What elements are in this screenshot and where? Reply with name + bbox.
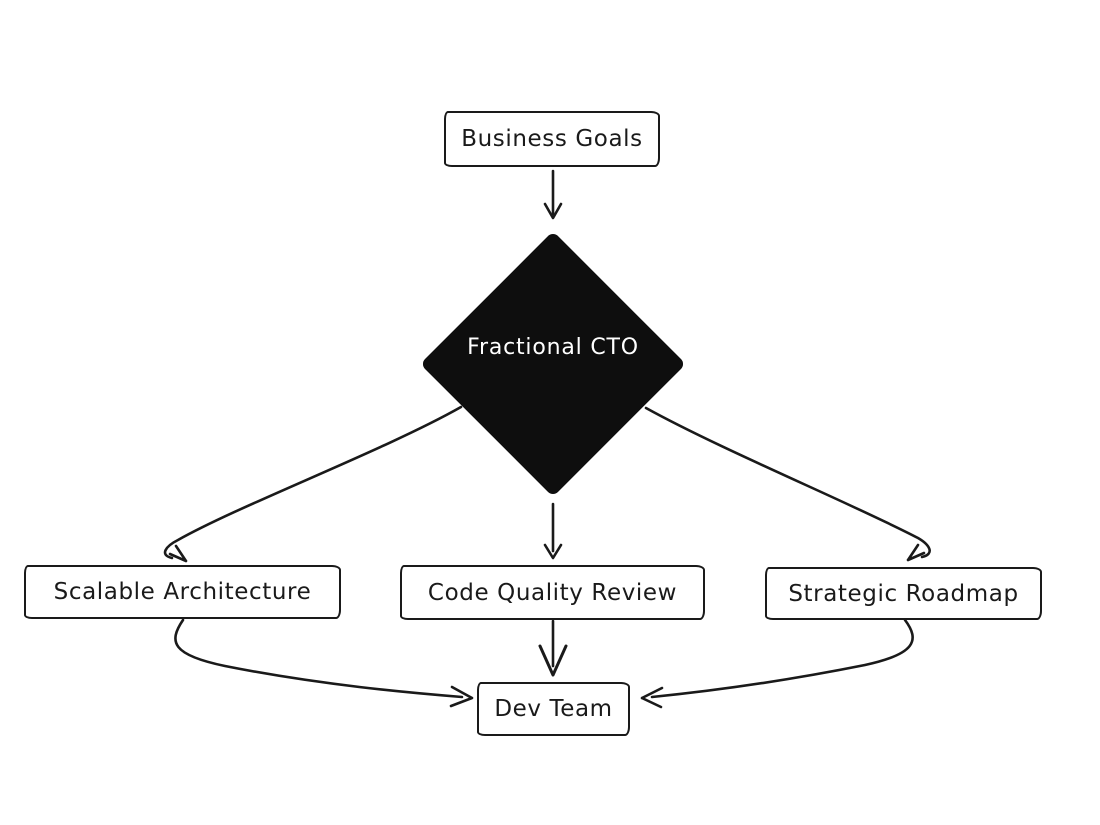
node-strategic-roadmap: Strategic Roadmap xyxy=(765,567,1042,620)
node-code-quality-review-label: Code Quality Review xyxy=(427,579,678,606)
node-business-goals: Business Goals xyxy=(444,111,660,167)
node-code-quality-review: Code Quality Review xyxy=(400,565,705,620)
edge-code-quality-review-to-dev-team xyxy=(538,619,568,677)
edge-fractional-cto-to-scalable-architecture xyxy=(163,405,463,563)
node-dev-team-label: Dev Team xyxy=(494,696,613,722)
edge-business-goals-to-fractional-cto xyxy=(543,169,563,220)
node-dev-team: Dev Team xyxy=(477,682,630,736)
edge-fractional-cto-to-code-quality-review xyxy=(543,502,563,560)
node-scalable-architecture-label: Scalable Architecture xyxy=(53,579,312,605)
edge-fractional-cto-to-strategic-roadmap xyxy=(644,406,931,562)
node-business-goals-label: Business Goals xyxy=(461,126,643,152)
edge-strategic-roadmap-to-dev-team xyxy=(640,618,914,709)
node-strategic-roadmap-label: Strategic Roadmap xyxy=(788,580,1019,607)
node-fractional-cto-label: Fractional CTO xyxy=(467,335,639,360)
node-fractional-cto-shape xyxy=(420,231,686,497)
node-scalable-architecture: Scalable Architecture xyxy=(24,565,341,619)
edge-scalable-architecture-to-dev-team xyxy=(174,618,474,708)
